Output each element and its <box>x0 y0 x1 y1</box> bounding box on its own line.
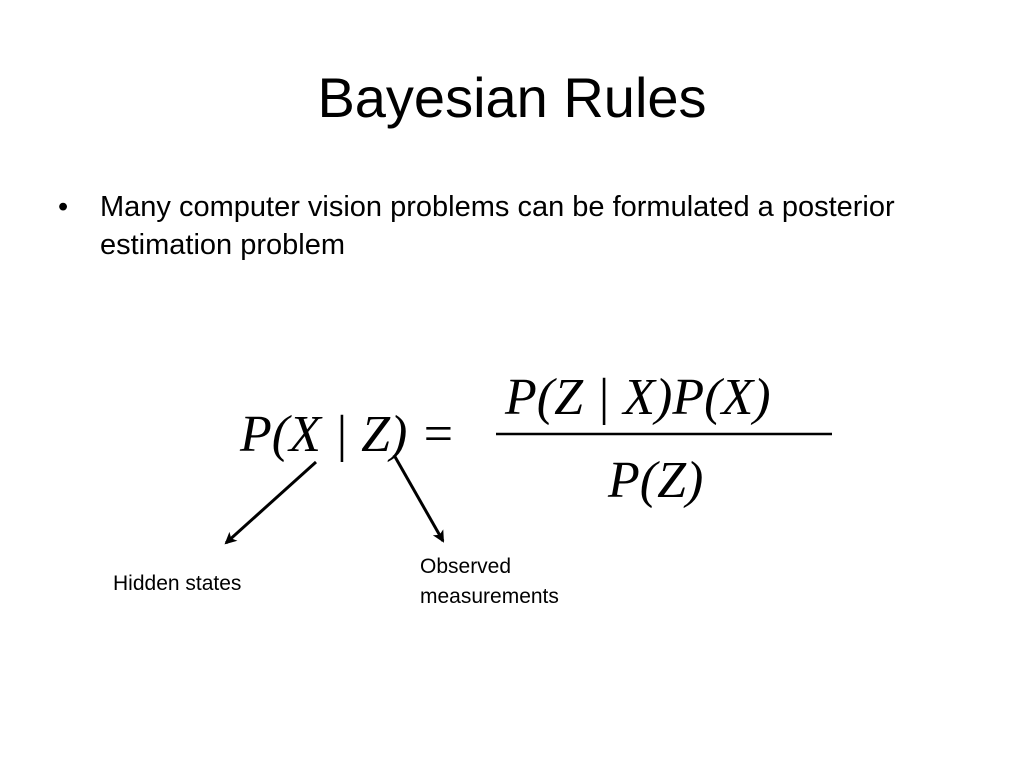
formula-lhs: P(X | Z) = <box>239 406 455 463</box>
arrow-observed-measurements <box>392 454 445 543</box>
arrow-hidden-states <box>224 460 318 545</box>
observed-measurements-label: Observed measurements <box>420 555 559 608</box>
bullet-list: • Many computer vision problems can be f… <box>58 188 958 264</box>
bullet-item: • Many computer vision problems can be f… <box>58 188 958 264</box>
hidden-states-label: Hidden states <box>113 572 242 595</box>
formula-denominator: P(Z) <box>607 452 703 509</box>
formula-numerator: P(Z | X)P(X) <box>504 369 771 426</box>
bullet-text: Many computer vision problems can be for… <box>100 191 895 261</box>
bullet-marker: • <box>58 191 69 223</box>
slide-title: Bayesian Rules <box>317 66 707 129</box>
